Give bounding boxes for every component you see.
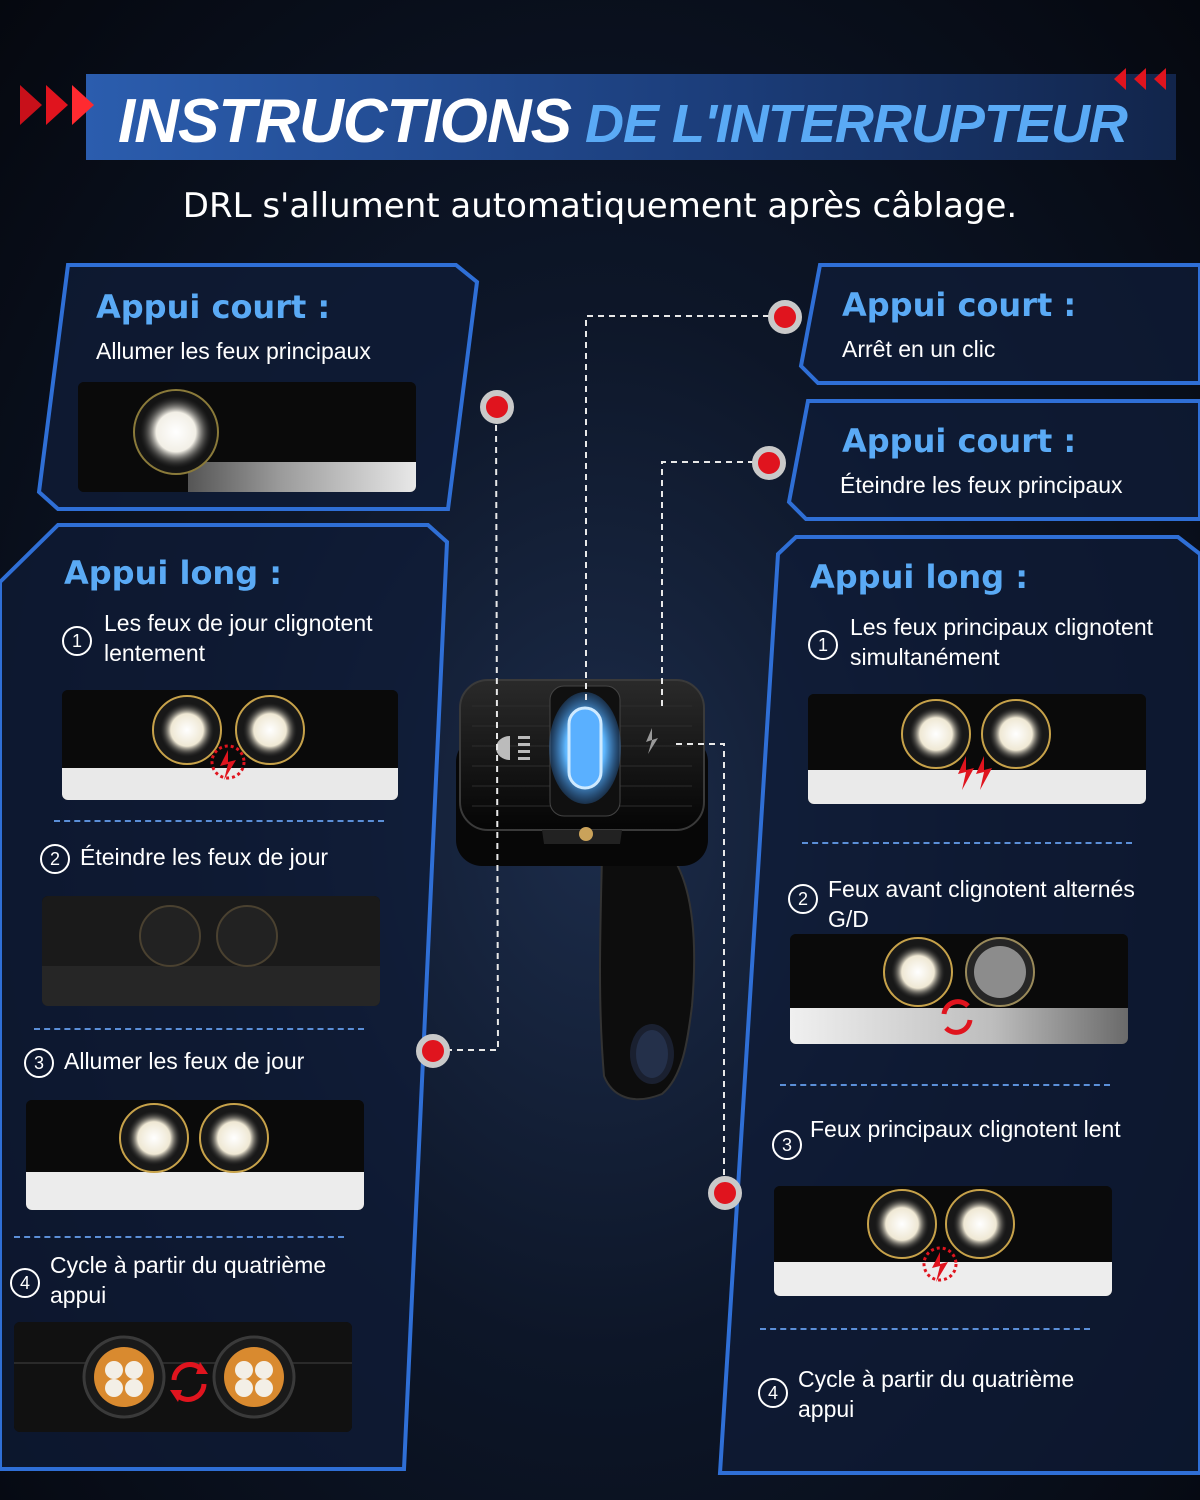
step-number: 1 bbox=[62, 626, 92, 656]
step-number: 2 bbox=[788, 884, 818, 914]
title-part1: INSTRUCTIONS bbox=[118, 87, 572, 156]
right-short-press-panel-2: Appui court : Éteindre les feux principa… bbox=[786, 398, 1200, 522]
marker bbox=[480, 390, 514, 424]
title-bar bbox=[86, 74, 1176, 160]
headlight-icon bbox=[496, 736, 530, 760]
marker bbox=[752, 446, 786, 480]
headlight-photo-double bbox=[62, 690, 398, 800]
left-step-3-text: Allumer les feux de jour bbox=[64, 1048, 305, 1074]
right-short-press-panel-1: Appui court : Arrêt en un clic bbox=[798, 262, 1200, 386]
panel-frame bbox=[786, 399, 1200, 521]
step-number: 3 bbox=[24, 1048, 54, 1078]
cycle-icon bbox=[941, 999, 973, 1035]
step-number: 4 bbox=[10, 1268, 40, 1298]
flash-icon bbox=[932, 1252, 948, 1282]
flash-icon bbox=[220, 750, 236, 780]
left-step-4-text: Cycle à partir du quatrième appui bbox=[50, 1252, 327, 1308]
divider bbox=[760, 1328, 1090, 1330]
step-number: 2 bbox=[40, 844, 70, 874]
divider bbox=[54, 820, 384, 822]
divider bbox=[34, 1028, 364, 1030]
arrows-left-icon bbox=[1114, 68, 1166, 90]
left-short-heading: Appui court : bbox=[96, 288, 331, 326]
switch-device bbox=[456, 679, 708, 1101]
flash-icon bbox=[958, 756, 974, 790]
right-step-1-text: Les feux principaux clignotent simultané… bbox=[850, 614, 1154, 670]
right-short2-text: Éteindre les feux principaux bbox=[840, 472, 1123, 498]
headlight-photo-alternate bbox=[790, 934, 1128, 1044]
left-long-heading: Appui long : bbox=[64, 554, 283, 592]
left-short-text: Allumer les feux principaux bbox=[96, 338, 371, 364]
marker bbox=[416, 1034, 450, 1068]
left-short-press-panel: Appui court : Allumer les feux principau… bbox=[36, 262, 480, 512]
subtitle: DRL s'allument automatiquement après câb… bbox=[182, 186, 1018, 226]
headlight-photo-off bbox=[42, 896, 380, 1006]
right-long-press-panel: Appui long : 1 Les feux principaux clign… bbox=[716, 534, 1200, 1476]
headlight-photo-double bbox=[808, 694, 1146, 804]
headlight-photo-double-on bbox=[26, 1100, 364, 1210]
right-step-4-text: Cycle à partir du quatrième appui bbox=[798, 1366, 1075, 1422]
divider bbox=[780, 1084, 1110, 1086]
marker bbox=[708, 1176, 742, 1210]
divider bbox=[802, 842, 1132, 844]
headlight-photo-single bbox=[78, 382, 416, 492]
left-step-2-text: Éteindre les feux de jour bbox=[80, 844, 329, 870]
step-number: 3 bbox=[772, 1130, 802, 1160]
right-step-2-text: Feux avant clignotent alternés G/D bbox=[828, 876, 1135, 932]
divider bbox=[14, 1236, 344, 1238]
right-long-heading: Appui long : bbox=[810, 558, 1029, 596]
right-short1-text: Arrêt en un clic bbox=[842, 336, 996, 362]
right-short1-heading: Appui court : bbox=[842, 286, 1077, 324]
left-step-1-text: Les feux de jour clignotent lentement bbox=[104, 610, 373, 666]
right-short2-heading: Appui court : bbox=[842, 422, 1077, 460]
right-step-3-text: Feux principaux clignotent lent bbox=[810, 1116, 1121, 1142]
step-number: 1 bbox=[808, 630, 838, 660]
headlight-photo-slow bbox=[774, 1186, 1112, 1296]
left-long-press-panel: Appui long : 1 Les feux de jour clignote… bbox=[0, 522, 450, 1472]
flash-icon bbox=[646, 728, 658, 754]
headlight-photo-cycle bbox=[14, 1322, 352, 1432]
title-part2: DE L'INTERRUPTEUR bbox=[585, 94, 1128, 154]
arrows-right-icon bbox=[20, 85, 94, 125]
marker bbox=[768, 300, 802, 334]
step-number: 4 bbox=[758, 1378, 788, 1408]
panel-frame bbox=[798, 263, 1200, 385]
flash-icon bbox=[976, 756, 992, 790]
